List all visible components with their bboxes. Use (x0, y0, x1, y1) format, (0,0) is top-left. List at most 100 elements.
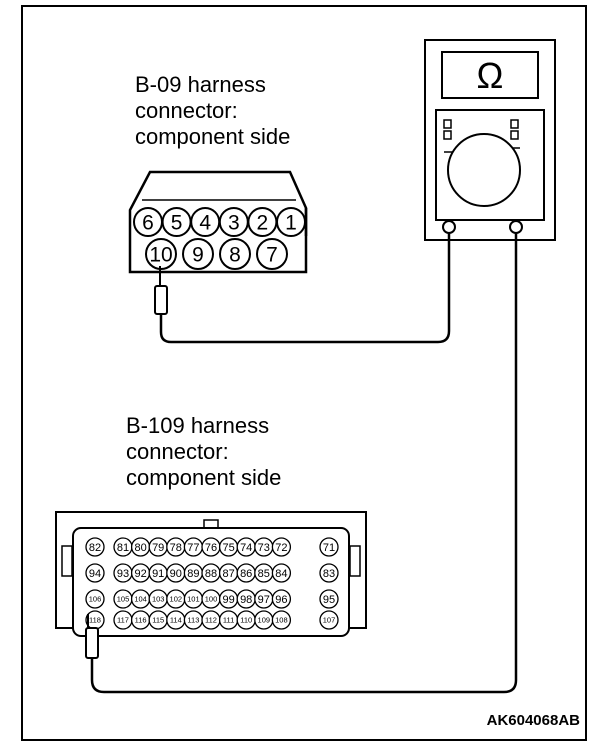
b109-label-line: component side (126, 465, 282, 490)
connector-pin: 111 (218, 610, 239, 630)
connector-pin: 5 (161, 207, 192, 237)
connector-pin: 113 (183, 610, 204, 630)
pin-number: 10 (149, 244, 172, 267)
b09-label: B-09 harness connector: component side (135, 72, 290, 150)
pin-number: 103 (152, 595, 165, 604)
connector-pin: 110 (236, 610, 256, 630)
pin-number: 3 (228, 212, 240, 235)
pin-circle (319, 589, 339, 609)
pin-number: 100 (205, 595, 218, 604)
meter-range-marker (510, 130, 519, 140)
connector-pin: 103 (148, 589, 168, 609)
pin-number: 80 (134, 542, 146, 554)
pin-number: 78 (170, 542, 182, 554)
pin-number: 84 (275, 568, 287, 580)
b109-label-line: B-109 harness (126, 413, 270, 438)
pin-number: 93 (117, 568, 129, 580)
pin-circle (85, 537, 105, 557)
meter-dial[interactable] (447, 133, 521, 207)
pin-number: 72 (275, 542, 287, 554)
connector-pin: 100 (201, 589, 221, 609)
connector-pin: 84 (271, 563, 292, 583)
pin-number: 88 (205, 568, 217, 580)
pin-number: 76 (205, 542, 217, 554)
connector-pin: 114 (166, 610, 186, 630)
meter-range-marker (510, 119, 519, 129)
pin-number: 102 (170, 595, 183, 604)
pin-number: 87 (222, 568, 234, 580)
b09-label-line: B-09 harness (135, 72, 266, 97)
pin-number: 114 (170, 616, 182, 625)
pin-number: 115 (152, 616, 164, 625)
pin-number: 73 (258, 542, 270, 554)
connector-pin: 99 (218, 589, 239, 609)
connector-pin: 80 (130, 537, 151, 557)
pin-number: 89 (187, 568, 199, 580)
pin-number: 2 (257, 212, 269, 235)
pin-number: 81 (117, 542, 129, 554)
pin-number: 118 (89, 616, 101, 625)
connector-pin: 83 (319, 563, 339, 583)
connector-pin: 75 (218, 537, 239, 557)
pin-number: 104 (134, 595, 147, 604)
connector-pin: 116 (130, 610, 151, 630)
pin-number: 107 (323, 616, 336, 625)
connector-pin: 94 (85, 563, 105, 583)
pin-number: 113 (187, 616, 199, 625)
pin-number: 117 (117, 616, 129, 625)
connector-pin: 72 (271, 537, 292, 557)
connector-pin: 82 (85, 537, 105, 557)
pin-circle (319, 537, 339, 557)
connector-pin: 86 (236, 563, 256, 583)
pin-number: 8 (229, 244, 241, 267)
meter-com-jack[interactable] (442, 220, 456, 234)
connector-pin: 3 (218, 207, 249, 237)
pin-number: 92 (134, 568, 146, 580)
pin-circle (85, 589, 105, 609)
connector-pin: 2 (247, 207, 278, 237)
b09-label-line: connector: (135, 98, 238, 123)
pin-number: 97 (258, 594, 270, 606)
pin-number: 79 (152, 542, 164, 554)
connector-pin: 9 (182, 238, 214, 270)
pin-circle (271, 563, 292, 583)
connector-pin: 109 (254, 610, 274, 630)
connector-pin: 115 (148, 610, 168, 630)
pin-number: 108 (275, 616, 288, 625)
pin-number: 86 (240, 568, 252, 580)
connector-pin: 104 (130, 589, 151, 609)
pin-number: 98 (240, 594, 252, 606)
connector-pin: 10 (145, 238, 177, 270)
connector-pin: 8 (219, 238, 251, 270)
connector-pin: 106 (85, 589, 105, 609)
pin-number: 6 (142, 212, 154, 235)
ohm-symbol: Ω (477, 55, 504, 96)
test-lead-v-ohm (90, 233, 518, 694)
b09-label-line: component side (135, 124, 291, 149)
connector-pin: 117 (113, 610, 133, 630)
figure-frame (21, 5, 587, 741)
pin-number: 82 (89, 542, 101, 554)
meter-v-ohm-jack[interactable] (509, 220, 523, 234)
connector-pin: 4 (190, 207, 221, 237)
pin-number: 4 (199, 212, 211, 235)
b09-probe (154, 233, 451, 344)
pin-number: 96 (275, 594, 287, 606)
connector-pin: 107 (319, 610, 339, 630)
b109-label: B-109 harness connector: component side (126, 413, 281, 491)
pin-number: 112 (205, 616, 217, 625)
pin-number: 116 (135, 616, 147, 625)
connector-pin: 89 (183, 563, 204, 583)
pin-number: 90 (170, 568, 182, 580)
pin-number: 95 (323, 594, 335, 606)
figure-code: AK604068AB (486, 712, 580, 729)
pin-number: 94 (89, 568, 101, 580)
pin-circle (182, 238, 214, 270)
pin-number: 71 (323, 542, 335, 554)
pin-number: 99 (222, 594, 234, 606)
pin-number: 91 (152, 568, 164, 580)
connector-pin: 101 (183, 589, 204, 609)
